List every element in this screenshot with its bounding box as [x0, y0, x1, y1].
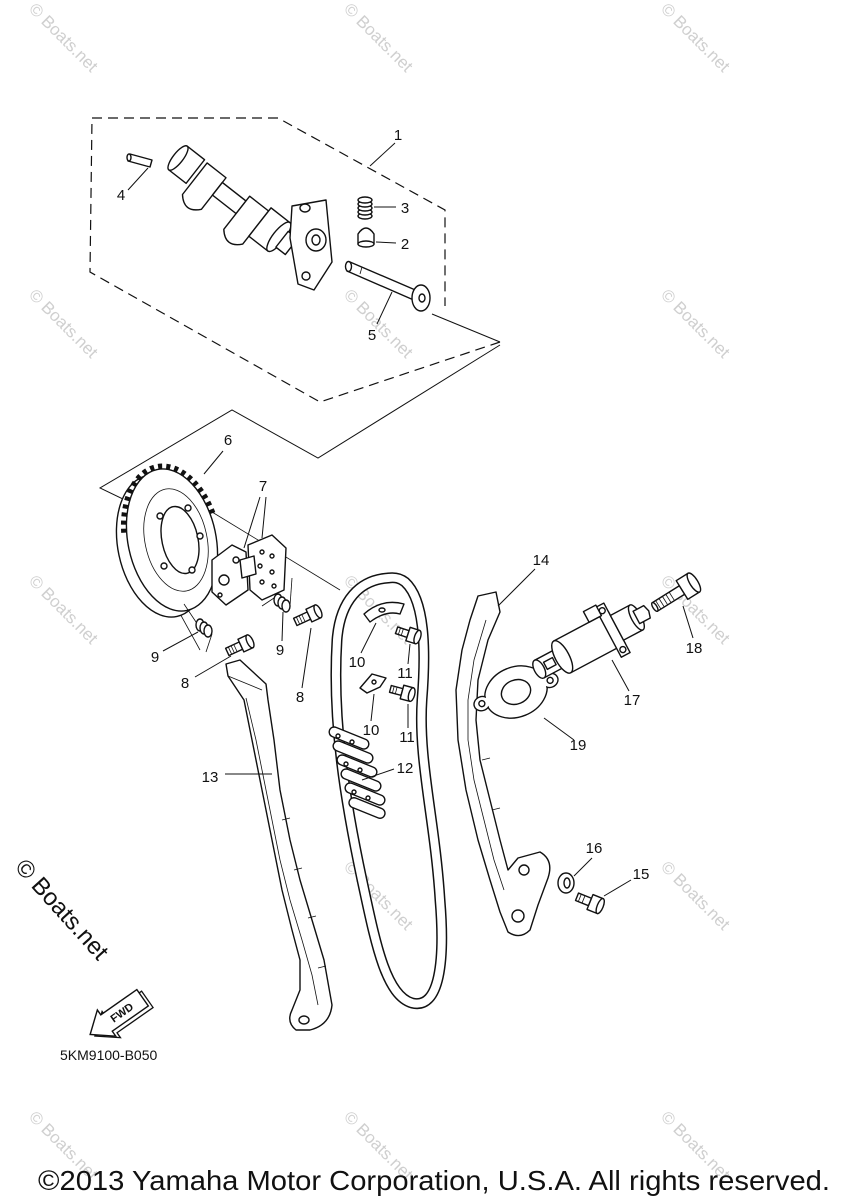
watermark-text: © Boats.net — [340, 857, 417, 934]
diagram-code: 5KM9100-B050 — [60, 1047, 158, 1063]
callout-number: 3 — [401, 200, 409, 217]
chain-guide-stopper-part — [363, 601, 405, 623]
watermark-text: © Boats.net — [657, 857, 734, 934]
coil-spring-part — [261, 577, 293, 613]
watermark-text: © Boats.net — [657, 0, 734, 76]
callout-number: 12 — [397, 760, 414, 777]
callout-number: 11 — [397, 665, 413, 682]
coil-spring-part — [183, 603, 213, 653]
leader-lines — [127, 142, 694, 897]
tensioner-part — [532, 602, 651, 679]
watermark-text: © Boats.net — [657, 285, 734, 362]
watermark-text: © Boats.net — [340, 0, 417, 76]
watermark-text: © Boats.net — [25, 0, 102, 76]
pin-part — [126, 153, 153, 168]
callout-number: 11 — [399, 729, 415, 746]
watermark-text: © Boats.net — [25, 571, 102, 648]
callout-number: 15 — [633, 866, 650, 883]
callout-number: 13 — [202, 769, 219, 786]
side-watermark: © Boats.net — [10, 854, 114, 966]
cam-sprocket-part — [115, 463, 224, 618]
plate-part — [239, 534, 287, 601]
callouts: 1 4 3 2 5 6 7 9 9 8 8 10 11 10 11 12 13 … — [117, 127, 703, 883]
bolt-part — [292, 604, 323, 627]
chain-guide-part — [225, 659, 333, 1031]
copyright-text: ©2013 Yamaha Motor Corporation, U.S.A. A… — [38, 1165, 830, 1196]
chain-links-part — [328, 726, 386, 819]
gasket-part — [473, 665, 559, 719]
callout-number: 4 — [117, 187, 125, 204]
cam-chain-part — [330, 572, 448, 1010]
callout-number: 17 — [624, 692, 641, 709]
bolt-part — [224, 634, 255, 657]
callout-number: 14 — [533, 552, 550, 569]
callout-number: 10 — [349, 654, 366, 671]
callout-number: 6 — [224, 432, 232, 449]
callout-number: 19 — [570, 737, 587, 754]
bolt-part — [394, 626, 422, 645]
bolt-part — [574, 892, 605, 915]
camshaft-part — [167, 145, 299, 256]
callout-number: 1 — [394, 127, 402, 144]
callout-number: 7 — [259, 478, 267, 495]
washer-part — [557, 872, 575, 894]
chain-guide-stopper-part — [359, 673, 387, 694]
forward-arrow-icon: FWD — [89, 988, 154, 1039]
callout-number: 9 — [151, 649, 159, 666]
callout-number: 8 — [296, 689, 304, 706]
bolt-part — [388, 684, 416, 703]
callout-number: 8 — [181, 675, 189, 692]
plate-part — [211, 544, 249, 606]
callout-number: 2 — [401, 236, 409, 253]
spring-part — [357, 196, 373, 220]
cap-part — [357, 227, 375, 248]
callout-number: 9 — [276, 642, 284, 659]
watermark-text: © Boats.net — [25, 285, 102, 362]
shaft-part — [344, 260, 431, 312]
callout-number: 10 — [363, 722, 380, 739]
bolt-part — [651, 572, 702, 613]
callout-number: 18 — [686, 640, 703, 657]
chain-guide-part — [455, 591, 551, 937]
decompression-lever-part — [289, 199, 333, 291]
callout-number: 5 — [368, 327, 376, 344]
callout-number: 16 — [586, 840, 603, 857]
